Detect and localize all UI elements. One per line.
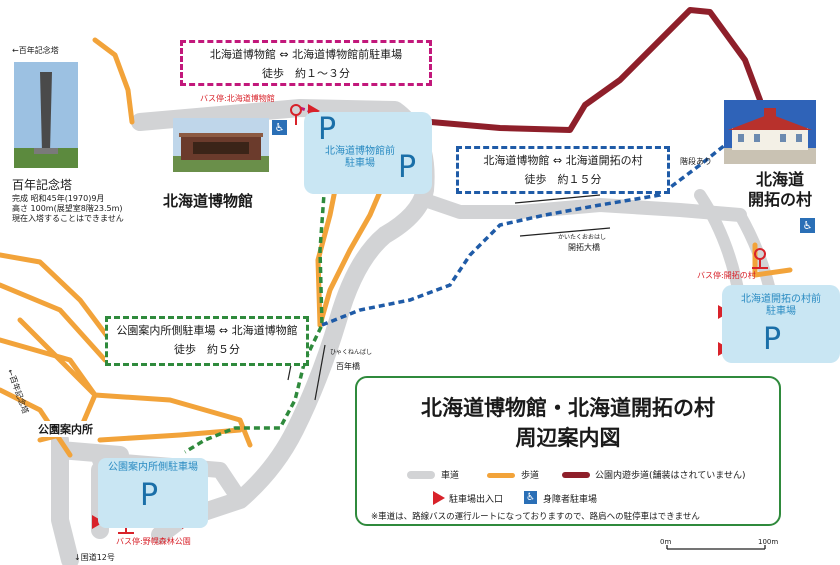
route-box-office-museum: 公園案内所側駐車場 ⇔ 北海道博物館 徒歩 約５分 — [105, 316, 309, 366]
road-bridge — [418, 193, 747, 222]
tower-photo — [14, 62, 78, 168]
legend-road-label: 車道 — [441, 471, 460, 481]
route-box-museum-village-line2: 徒歩 約１５分 — [524, 173, 602, 186]
legend-walkway-label: 歩道 — [521, 471, 540, 481]
route-box-office-museum-line2: 徒歩 約５分 — [174, 343, 240, 356]
parking-symbol-village: P — [763, 322, 782, 357]
legend-title-line2: 周辺案内図 — [515, 426, 621, 450]
museum-photo — [173, 118, 269, 172]
accessible-parking-icon-village: ♿ — [800, 218, 815, 233]
legend-note: ※車道は、路線バスの運行ルートになっておりますので、路肩への駐停車はできません — [371, 512, 700, 522]
walkways — [0, 37, 793, 458]
parking-lot-office — [98, 458, 208, 528]
legend-road-swatch — [407, 471, 435, 479]
parking-lot-front — [304, 112, 432, 194]
legend-title-line1: 北海道博物館・北海道開拓の村 — [421, 396, 715, 420]
bridge-hyakunen-reading: ひゃくねんばし — [330, 349, 373, 356]
route-box-museum-frontlot-line1: 北海道博物館 ⇔ 北海道博物館前駐車場 — [209, 48, 403, 61]
bus-stop-forest: バス停:野幌森林公園 — [116, 537, 191, 546]
parking-symbol-front-1: P — [318, 112, 337, 147]
route-box-office-museum-line1: 公園案内所側駐車場 ⇔ 北海道博物館 — [116, 324, 298, 337]
route-office-museum — [184, 170, 327, 454]
direction-tower-top: ←百年記念塔 — [12, 46, 59, 55]
legend-accessible-label: 身障者駐車場 — [543, 495, 598, 505]
legend-panel: 北海道博物館・北海道開拓の村 周辺案内図 車道 歩道 公園内遊歩道(舗装はされて… — [355, 376, 781, 526]
tower-note: 完成 昭和45年(1970)9月 高さ 100m(展望室8階23.5m) 現在入… — [12, 194, 124, 223]
parking-village-label: 北海道開拓の村前 駐車場 — [741, 294, 821, 317]
parking-symbol-front-2: P — [398, 150, 417, 185]
village-photo — [724, 100, 816, 164]
parking-front-label: 北海道博物館前 駐車場 — [325, 146, 395, 169]
scale-end: 100m — [758, 538, 779, 546]
bus-stop-museum: バス停:北海道博物館 — [200, 94, 275, 103]
legend-accessible-icon: ♿ — [524, 491, 537, 504]
scale-start: 0m — [660, 538, 672, 546]
parking-office-label: 公園案内所側駐車場 — [108, 462, 198, 473]
tower-label: 百年記念塔 — [12, 178, 73, 192]
bridge-kaitaku-label: 開拓大橋 — [568, 243, 600, 252]
bridge-hyakunen-label: 百年橋 — [336, 362, 360, 371]
park-path — [405, 7, 763, 133]
route-box-museum-frontlot: 北海道博物館 ⇔ 北海道博物館前駐車場 徒歩 約１～３分 — [180, 40, 432, 86]
route-box-museum-frontlot-line2: 徒歩 約１～３分 — [262, 67, 350, 80]
bus-stop-village: バス停:開拓の村 — [697, 271, 756, 280]
route-box-museum-village-line1: 北海道博物館 ⇔ 北海道開拓の村 — [483, 154, 643, 167]
legend-entrance-label: 駐車場出入口 — [449, 495, 504, 505]
route-box-museum-village: 北海道博物館 ⇔ 北海道開拓の村 徒歩 約１５分 — [456, 146, 670, 194]
stairs-note: 階段あり — [680, 157, 712, 166]
legend-entrance-icon — [433, 491, 445, 505]
legend-park-path-label: 公園内遊歩道(舗装はされていません) — [595, 471, 746, 481]
scale-bar — [666, 545, 766, 550]
accessible-parking-icon-museum: ♿ — [272, 120, 287, 135]
museum-label: 北海道博物館 — [163, 192, 254, 210]
parking-symbol-office: P — [140, 478, 159, 513]
legend-park-path-swatch — [562, 472, 590, 478]
legend-walkway-swatch — [487, 473, 515, 478]
parking-lot-village — [722, 285, 840, 363]
route-museum-village — [321, 143, 727, 327]
direction-route12: ↓国道12号 — [74, 553, 115, 562]
bridge-kaitaku-reading: かいたくおおはし — [558, 234, 607, 241]
village-label: 北海道 開拓の村 — [747, 170, 812, 209]
park-office-label: 公園案内所 — [38, 421, 93, 437]
